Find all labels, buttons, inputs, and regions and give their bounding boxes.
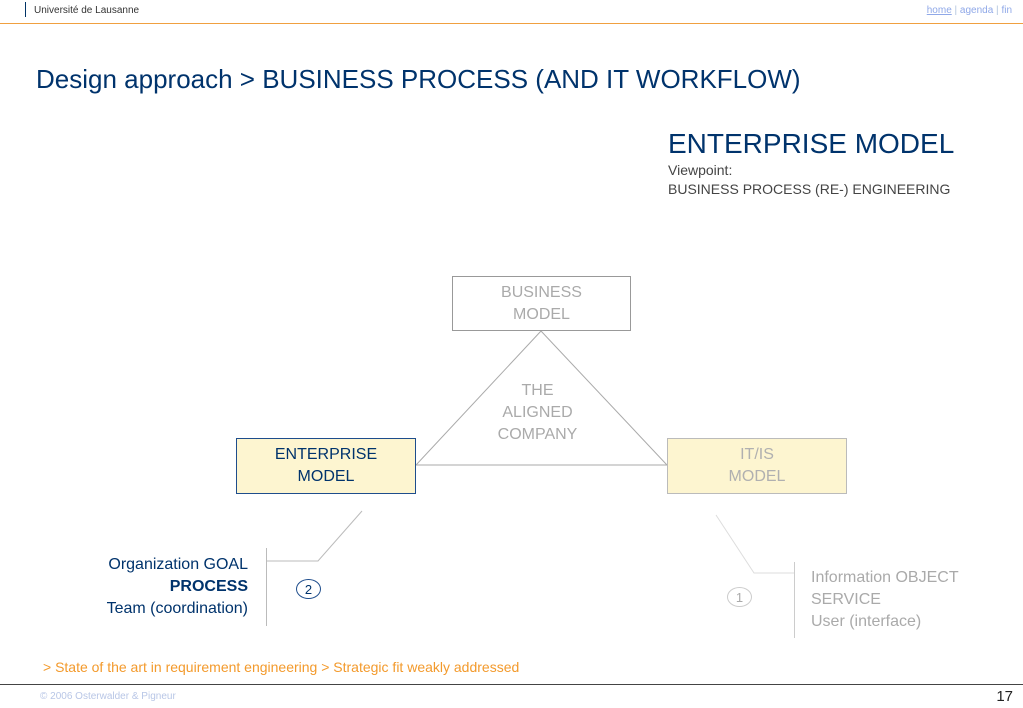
- enterprise-model-heading: ENTERPRISE MODEL: [668, 128, 955, 159]
- itis-model-line1: IT/IS: [740, 446, 774, 463]
- process-text: PROCESS: [169, 578, 248, 595]
- viewpoint-value: BUSINESS PROCESS (RE-) ENGINEERING: [668, 181, 951, 197]
- itis-connector-line: [715, 514, 794, 574]
- home-link[interactable]: home: [926, 5, 952, 16]
- aligned-company-line1: THE: [521, 382, 554, 399]
- right-bracket-line: [794, 562, 795, 638]
- left-bracket-line: [266, 548, 267, 626]
- fin-link[interactable]: fin: [1001, 5, 1012, 16]
- university-name: Université de Lausanne: [34, 5, 140, 16]
- nav-separator: |: [951, 5, 960, 16]
- page-number: 17: [996, 688, 1013, 705]
- top-navigation: home | agenda | fin: [927, 5, 1012, 16]
- aligned-company-line2: ALIGNED: [502, 404, 573, 421]
- enterprise-model-line2: MODEL: [297, 468, 355, 485]
- enterprise-connector-line: [266, 510, 363, 562]
- enterprise-model-box[interactable]: ENTERPRISE MODEL: [236, 438, 416, 494]
- header-divider: [25, 2, 26, 17]
- user-interface-text: User (interface): [811, 613, 922, 630]
- aligned-company-label: THE ALIGNED COMPANY: [470, 380, 605, 446]
- alignment-triangle: [414, 330, 669, 466]
- business-model-line2: MODEL: [513, 305, 570, 323]
- step-number-badge: 2: [296, 579, 321, 599]
- enterprise-aspects-list: Organization GOAL PROCESS Team (coordina…: [60, 554, 248, 620]
- team-coordination-text: Team (coordination): [106, 600, 248, 617]
- agenda-link[interactable]: agenda: [959, 5, 994, 16]
- itis-model-box[interactable]: IT/IS MODEL: [667, 438, 847, 494]
- service-text: SERVICE: [811, 591, 881, 608]
- enterprise-model-line1: ENTERPRISE: [274, 446, 378, 463]
- aligned-company-line3: COMPANY: [497, 426, 578, 443]
- nav-separator: |: [993, 5, 1002, 16]
- header-bar: [0, 0, 1023, 24]
- business-model-box[interactable]: BUSINESS MODEL: [452, 276, 631, 331]
- viewpoint-label: Viewpoint:: [668, 162, 733, 178]
- footer-divider: [0, 684, 1023, 685]
- step-number-badge: 1: [727, 587, 752, 607]
- itis-model-line2: MODEL: [728, 468, 786, 485]
- copyright-text: © 2006 Osterwalder & Pigneur: [40, 691, 176, 702]
- information-object-text: Information OBJECT: [811, 569, 959, 586]
- footer-note: > State of the art in requirement engine…: [43, 659, 520, 675]
- itis-aspects-list: Information OBJECT SERVICE User (interfa…: [811, 567, 959, 633]
- page-title: Design approach > BUSINESS PROCESS (AND …: [36, 64, 801, 94]
- organization-goal-text: Organization GOAL: [108, 556, 248, 573]
- business-model-line1: BUSINESS: [501, 283, 582, 301]
